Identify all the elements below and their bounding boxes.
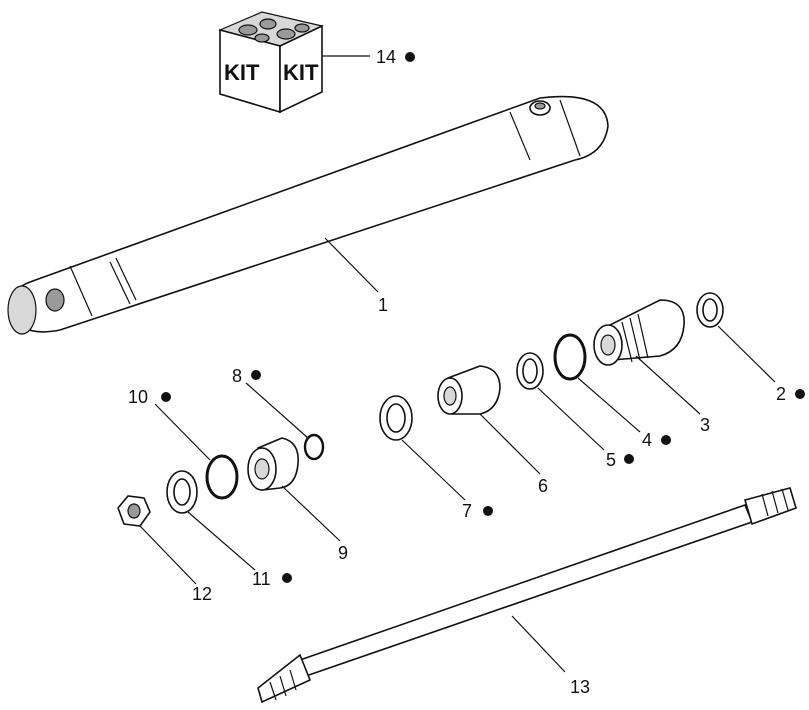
- kit-marker-dot: [405, 52, 415, 62]
- kit-box-label-left: KIT: [224, 60, 260, 85]
- piston-6: [437, 365, 501, 415]
- kit-marker-dot: [282, 573, 292, 583]
- ring-7: [379, 395, 413, 441]
- callout-labels: 14 1 2 3 4 5 6 7 8 9 10 11 12 13: [128, 47, 805, 697]
- ring-11: [166, 470, 198, 514]
- callout-1: 1: [378, 295, 388, 315]
- cylinder-barrel: [7, 95, 609, 335]
- piston-9: [247, 437, 299, 491]
- leader-lines: [139, 55, 776, 673]
- kit-marker-dot: [251, 370, 261, 380]
- kit-box-label-right: KIT: [283, 60, 319, 85]
- kit-box: KIT KIT: [218, 11, 324, 114]
- kit-marker-dot: [483, 506, 493, 516]
- kit-marker-dot: [661, 435, 671, 445]
- callout-14: 14: [376, 47, 396, 67]
- callout-7: 7: [462, 501, 472, 521]
- ring-2: [696, 292, 724, 328]
- callout-6: 6: [538, 476, 548, 496]
- callout-13: 13: [570, 677, 590, 697]
- o-ring-10: [205, 454, 239, 500]
- o-ring-8: [303, 433, 325, 461]
- callout-3: 3: [700, 415, 710, 435]
- callout-4: 4: [642, 430, 652, 450]
- callout-5: 5: [606, 450, 616, 470]
- nut-12: [117, 495, 151, 527]
- kit-marker-dot: [624, 454, 634, 464]
- callout-11: 11: [252, 569, 271, 589]
- kit-marker-dot: [161, 392, 171, 402]
- gland: [593, 299, 685, 366]
- callout-10: 10: [128, 387, 148, 407]
- o-ring-4: [553, 333, 587, 381]
- kit-marker-dot: [795, 389, 805, 399]
- piston-rod: [257, 487, 797, 704]
- callout-12: 12: [192, 584, 212, 604]
- callout-9: 9: [338, 543, 348, 563]
- callout-8: 8: [232, 366, 242, 386]
- ring-5: [516, 352, 544, 390]
- callout-2: 2: [776, 384, 786, 404]
